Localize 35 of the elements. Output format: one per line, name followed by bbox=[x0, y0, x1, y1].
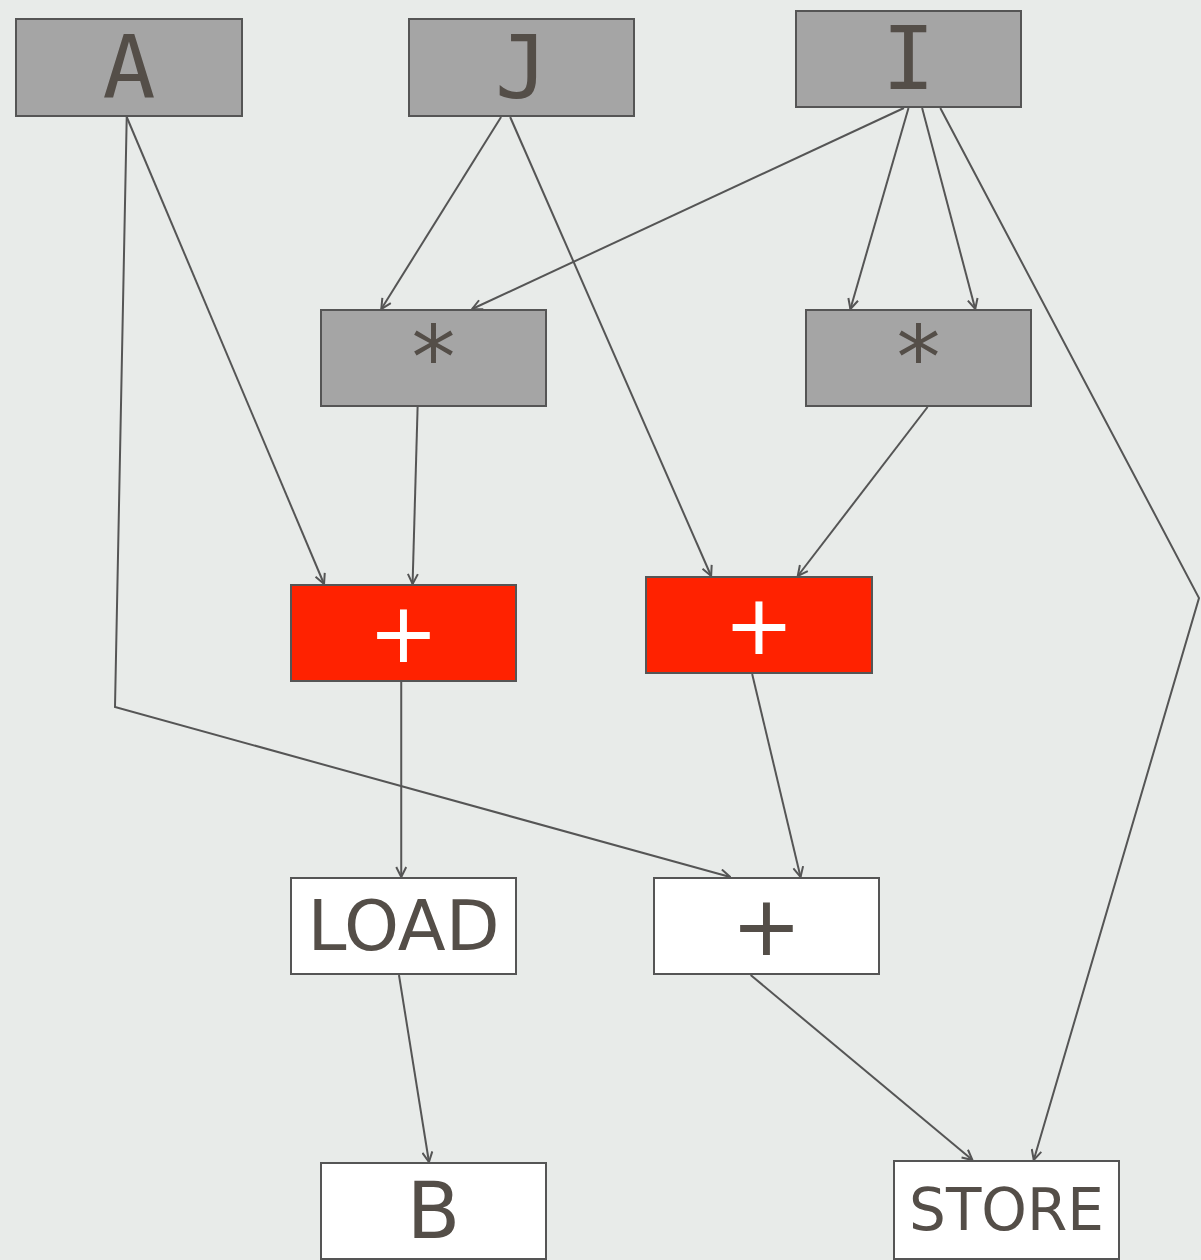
arrow bbox=[921, 107, 979, 310]
operation-box bbox=[290, 877, 517, 975]
operand-box bbox=[408, 18, 635, 117]
node-label: * bbox=[892, 314, 945, 402]
node-label: LOAD bbox=[307, 891, 500, 961]
arrow bbox=[395, 681, 408, 878]
operation-box bbox=[653, 877, 880, 975]
node-label: I bbox=[882, 15, 935, 103]
arrow bbox=[380, 116, 503, 310]
arrow bbox=[796, 406, 929, 577]
operation-box bbox=[893, 1160, 1120, 1260]
operand-box bbox=[15, 18, 243, 117]
arrow bbox=[125, 116, 326, 585]
node-label: * bbox=[407, 314, 460, 402]
highlighted-operation-box bbox=[290, 584, 517, 682]
operand-box bbox=[320, 309, 547, 407]
arrow bbox=[509, 116, 713, 577]
arrow bbox=[939, 107, 1201, 1161]
arrow bbox=[471, 107, 905, 311]
node-label: + bbox=[731, 884, 802, 968]
node-label: + bbox=[368, 591, 439, 675]
arrow bbox=[397, 974, 434, 1163]
node-label: A bbox=[102, 23, 156, 112]
operation-box bbox=[320, 1162, 547, 1260]
highlighted-operation-box bbox=[645, 576, 873, 674]
arrow bbox=[847, 107, 910, 310]
operand-box bbox=[795, 10, 1022, 108]
node-label: + bbox=[723, 583, 795, 667]
node-label: J bbox=[495, 23, 548, 112]
node-label: B bbox=[406, 1172, 461, 1250]
node-label: STORE bbox=[909, 1181, 1104, 1239]
arrow bbox=[406, 406, 419, 585]
operand-box bbox=[805, 309, 1032, 407]
arrow bbox=[749, 974, 974, 1161]
arrow bbox=[751, 673, 805, 878]
